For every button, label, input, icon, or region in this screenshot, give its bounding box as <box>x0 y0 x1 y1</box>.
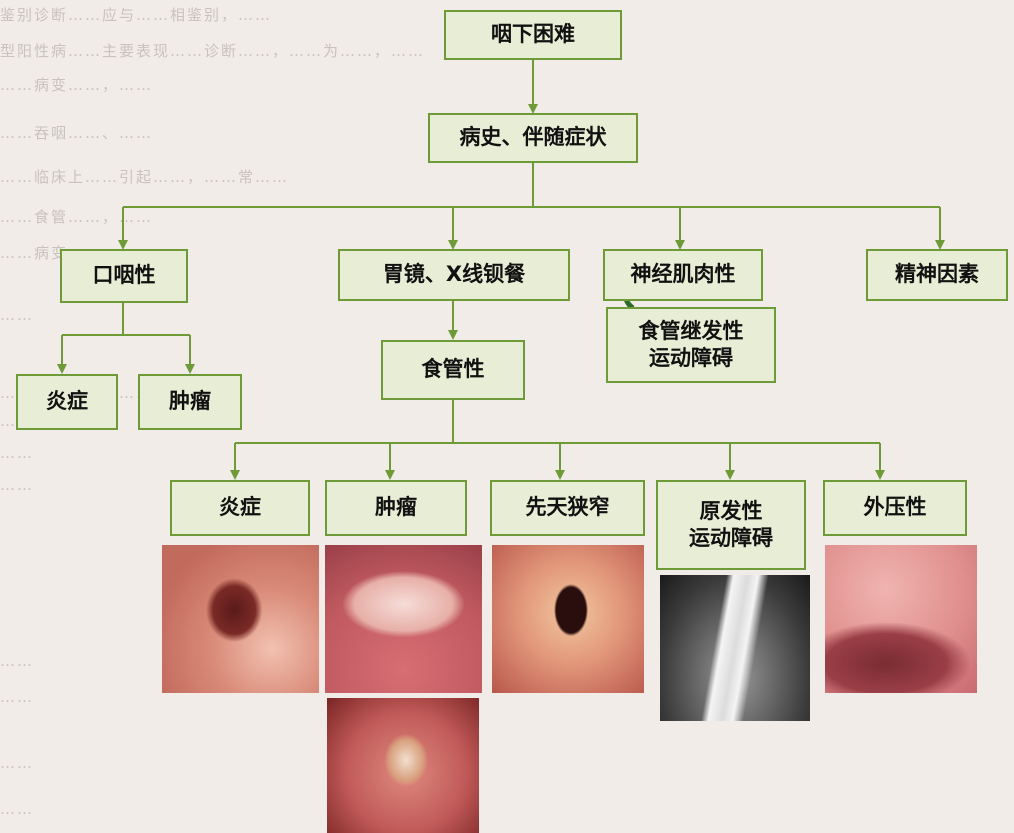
node-secondary-motility: 食管继发性 运动障碍 <box>606 307 776 383</box>
node-oro-tumor: 肿瘤 <box>138 374 242 430</box>
node-oropharyngeal: 口咽性 <box>60 249 188 303</box>
node-eso-inflammation: 炎症 <box>170 480 310 536</box>
node-eso-congenital-stenosis: 先天狭窄 <box>490 480 645 536</box>
endoscopy-image-inflammation <box>162 545 319 693</box>
node-history-symptoms: 病史、伴随症状 <box>428 113 638 163</box>
node-eso-primary-motility: 原发性 运动障碍 <box>656 480 806 570</box>
endoscopy-image-external-compression <box>825 545 977 693</box>
endoscopy-image-congenital-stenosis <box>492 545 644 693</box>
endoscopy-image-tumor <box>325 545 482 693</box>
node-oro-inflammation: 炎症 <box>16 374 118 430</box>
node-endoscopy-barium: 胃镜、X线钡餐 <box>338 249 570 301</box>
endoscopy-image-tumor-2 <box>327 698 479 833</box>
node-eso-external-compression: 外压性 <box>823 480 967 536</box>
node-eso-tumor: 肿瘤 <box>325 480 467 536</box>
xray-image-primary-motility <box>660 575 810 721</box>
node-psychological: 精神因素 <box>866 249 1008 301</box>
node-neuromuscular: 神经肌肉性 <box>603 249 763 301</box>
node-dysphagia: 咽下困难 <box>444 10 622 60</box>
node-esophageal: 食管性 <box>381 340 525 400</box>
